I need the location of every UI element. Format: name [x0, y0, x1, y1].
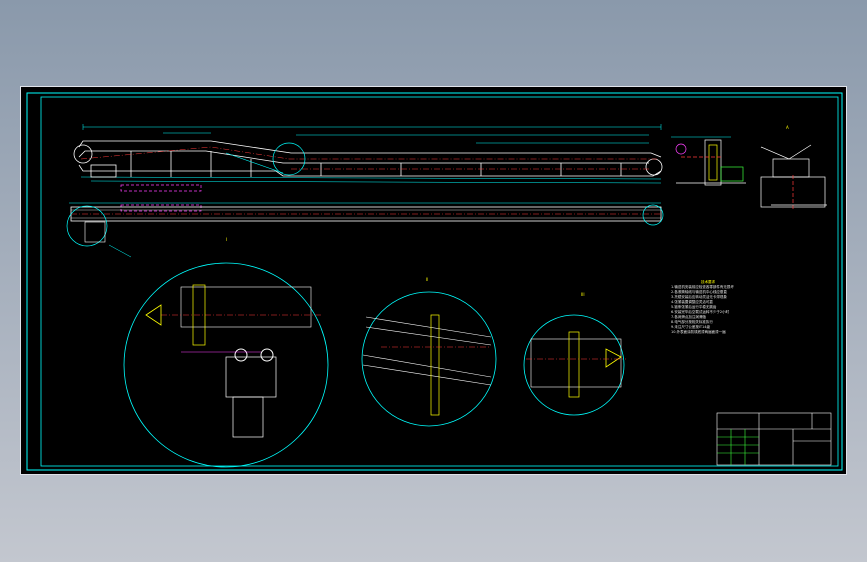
- conveyor-plan-view: [66, 184, 664, 258]
- notes-line: 4.张紧装置调整应灵活可靠: [671, 300, 713, 304]
- cad-drawing-viewport[interactable]: I II III A 技术要求 1.输送机安装前应检查各零部件有无损坏 2.各滚…: [20, 86, 847, 475]
- detail-label-II: II: [426, 277, 429, 282]
- notes-line: 8.电气部分按相关标准执行: [671, 320, 713, 324]
- outer-frame: [26, 92, 843, 471]
- notes-title: 技术要求: [701, 280, 715, 284]
- notes-line: 2.各滚筒轴线与输送机中心线应垂直: [671, 290, 727, 294]
- title-block: [716, 412, 832, 466]
- notes-line: 6.安装完毕后空载试运转不少于2小时: [671, 310, 730, 314]
- notes-line: 5.链条张紧后运行平稳无跳齿: [671, 305, 717, 309]
- elevation-centerlines: [80, 146, 657, 170]
- cad-drawing-canvas[interactable]: [21, 87, 848, 476]
- notes-line: 9.未注尺寸公差按IT14级: [671, 325, 710, 329]
- side-view-head: [671, 136, 746, 186]
- detail-label-III: III: [581, 292, 585, 297]
- conveyor-elevation-view: [73, 124, 663, 184]
- notes-line: 1.输送机安装前应检查各零部件有无损坏: [671, 285, 734, 289]
- detail-II: [361, 291, 497, 427]
- inner-frame: [40, 96, 839, 467]
- detail-label-I: I: [226, 237, 228, 242]
- view-label-A: A: [786, 125, 789, 130]
- notes-line: 7.各润滑点加注润滑脂: [671, 315, 706, 319]
- technical-notes: 技术要求 1.输送机安装前应检查各零部件有无损坏 2.各滚筒轴线与输送机中心线应…: [671, 280, 781, 335]
- side-view-tail: [760, 144, 827, 209]
- detail-III: [523, 314, 626, 416]
- notes-line: 3.托辊安装后应转动灵活无卡滞现象: [671, 295, 727, 299]
- notes-line: 10.外表面涂防锈底漆两遍面漆一遍: [671, 330, 726, 334]
- detail-callout-circle: [272, 142, 306, 176]
- detail-I: [123, 262, 329, 468]
